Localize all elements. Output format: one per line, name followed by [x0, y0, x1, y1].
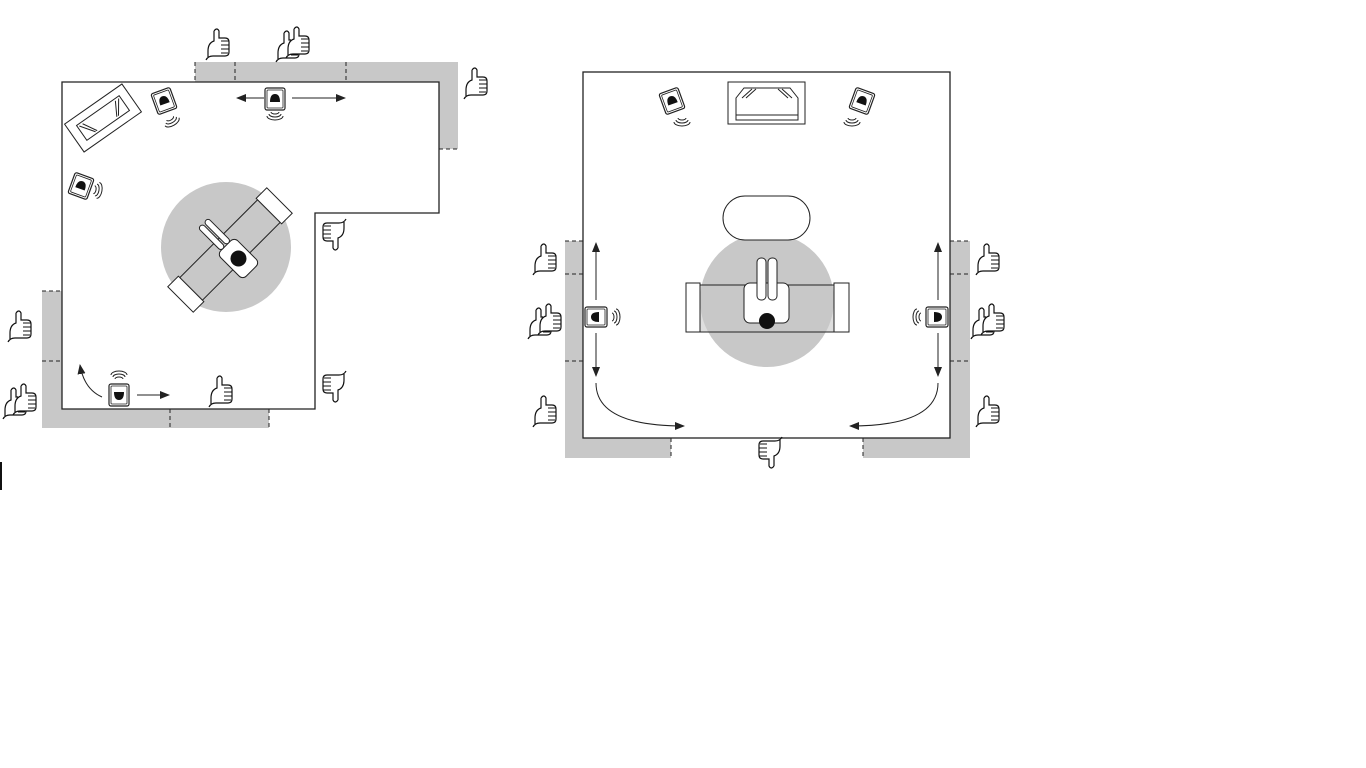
- wall-top: [195, 62, 458, 82]
- speaker-rear: [77, 364, 170, 407]
- wall-segments: [565, 241, 970, 458]
- wall-segments: [42, 62, 458, 428]
- arrow-icon: [595, 382, 685, 430]
- arrow-icon: [849, 382, 939, 430]
- arrow-icon: [77, 364, 103, 398]
- wall-dividers: [565, 240, 970, 458]
- ottoman: [722, 195, 811, 241]
- l-shaped-room: [2, 26, 488, 428]
- sofa: [167, 187, 293, 313]
- rectangular-room: [527, 71, 1005, 469]
- tv-cabinet: [63, 83, 143, 153]
- sofa: [685, 257, 850, 333]
- speaker-side-right: [849, 242, 949, 430]
- speaker-side-left: [584, 242, 685, 430]
- thumbs-up-icon: [7, 310, 32, 343]
- thumbs-down-icon: [322, 370, 347, 403]
- listener: [743, 257, 790, 329]
- thumbs-up-icon: [463, 67, 488, 100]
- tv-cabinet: [727, 81, 806, 125]
- wall-top-right: [439, 62, 458, 149]
- edge-mark: [0, 462, 2, 490]
- thumbs-down-icon: [322, 218, 347, 251]
- wall-dividers: [42, 62, 458, 428]
- thumbs-up-icon: [975, 395, 1000, 428]
- wall-bottom: [42, 409, 269, 428]
- thumbs-up-icon: [532, 395, 557, 428]
- thumbs-down-icon: [758, 436, 783, 469]
- speaker-front-center: [236, 87, 346, 121]
- listener: [198, 218, 259, 279]
- thumbs-up-icon: [205, 28, 230, 61]
- thumbs-up-icon: [532, 243, 557, 276]
- wall-left: [42, 291, 62, 428]
- thumbs-up-icon: [975, 243, 1000, 276]
